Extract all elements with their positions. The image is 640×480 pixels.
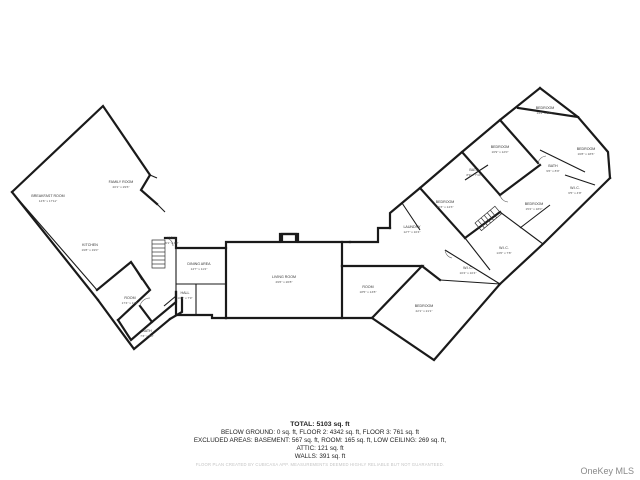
room-dimensions: 17'4" x 11'8" (122, 301, 139, 305)
room-label: W.I.C. (499, 246, 509, 250)
central-block (163, 226, 425, 320)
room-dimensions: 22'1" x 21'1" (416, 309, 433, 313)
room-label: BEDROOM (525, 202, 544, 206)
room-label: HALL (181, 291, 190, 295)
excluded-areas: EXCLUDED AREAS: BASEMENT: 567 sq. ft, RO… (193, 437, 447, 444)
room-label: BEDROOM (536, 106, 555, 110)
room-dimensions: 16'8" x 18'6" (578, 152, 595, 156)
room-label: W.I.C. (463, 266, 473, 270)
room-label: BREAKFAST ROOM (31, 194, 64, 198)
room-dimensions: 12'7" x 10'4" (404, 230, 421, 234)
room-label: BEDROOM (577, 147, 596, 151)
room-dimensions: 7'3" x 7'0" (140, 334, 154, 338)
room-label: KITCHEN (82, 243, 98, 247)
room-dimensions: 9'6" x 8'9" (546, 169, 560, 173)
left-wing (10, 104, 184, 351)
room-dimensions: 14'7" x 11'2" (191, 267, 208, 271)
room-label: BEDROOM (491, 145, 510, 149)
floor-areas: BELOW GROUND: 0 sq. ft, FLOOR 2: 4342 sq… (220, 429, 420, 436)
room-label: ROOM (124, 296, 135, 300)
room-dimensions: 29'6" x 20'8" (276, 280, 293, 284)
right-wing (370, 86, 612, 362)
floor-plan: BREAKFAST ROOM 14'6" x 17'11" FAMILY ROO… (10, 86, 612, 362)
room-labels: BREAKFAST ROOM 14'6" x 17'11" FAMILY ROO… (31, 106, 595, 338)
room-label: BEDROOM (436, 200, 455, 204)
room-dimensions: 8'9" x 7'10" (466, 173, 481, 177)
room-dimensions: 15'2" x 18'0" (526, 207, 543, 211)
room-dimensions: 16'9" x 12'0" (492, 150, 509, 154)
room-label: HALL (168, 236, 177, 240)
room-dimensions: 6'5" x 4'8" (568, 191, 582, 195)
onekey-mls-watermark: OneKey MLS (580, 466, 634, 476)
room-dimensions: 14'2" x 17'0" (537, 111, 554, 115)
room-dimensions: 19'8" x 19'0" (82, 248, 99, 252)
room-label: DINING AREA (187, 262, 211, 266)
room-dimensions: 13'6" x 7'8" (496, 251, 511, 255)
room-label: BEDROOM (415, 304, 434, 308)
room-dimensions: 10'1" x 7'9" (177, 296, 192, 300)
room-dimensions: 14'6" x 17'11" (39, 199, 57, 203)
room-label: BATH (142, 329, 152, 333)
room-label: ROOM (362, 285, 373, 289)
walls-area: WALLS: 391 sq. ft (294, 453, 346, 460)
room-dimensions: 18'5" x 13'8" (360, 290, 377, 294)
room-label: BATH (548, 164, 558, 168)
room-dimensions: 10'4" x 10'4" (460, 271, 477, 275)
room-dimensions: 6'1" x 4'3" (165, 241, 179, 245)
room-label: BATH (469, 168, 479, 172)
room-label: LIVING ROOM (272, 275, 296, 279)
room-label: FAMILY ROOM (109, 180, 134, 184)
room-dimensions: 16'3" x 14'3" (437, 205, 454, 209)
cubicasa-disclaimer: FLOOR PLAN CREATED BY CUBICASA APP. MEAS… (195, 462, 445, 467)
total-area: TOTAL: 5103 sq. ft (290, 421, 350, 428)
room-dimensions: 20'1" x 29'6" (113, 185, 130, 189)
room-label: W.I.C. (570, 186, 580, 190)
room-label: LAUNDRY (403, 225, 421, 229)
attic-area: ATTIC: 121 sq. ft (296, 445, 344, 452)
area-summary: TOTAL: 5103 sq. ft BELOW GROUND: 0 sq. f… (0, 421, 640, 461)
